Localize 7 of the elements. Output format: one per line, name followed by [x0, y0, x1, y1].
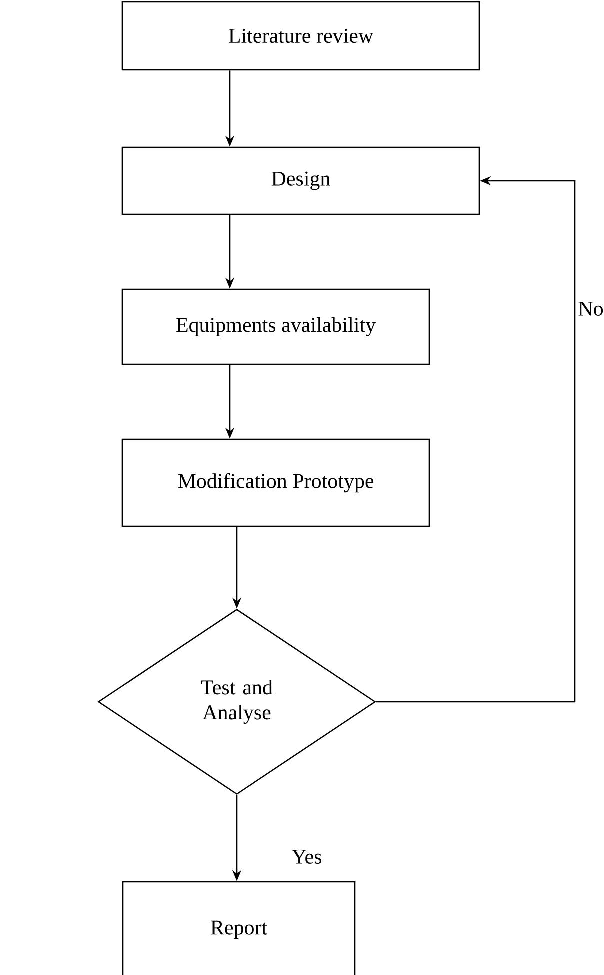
- process-box: Modification Prototype: [122, 438, 430, 528]
- edge-label: No: [577, 301, 604, 317]
- edge-label: Yes: [290, 849, 324, 865]
- process-box: Literature review: [122, 1, 480, 71]
- process-box: Design: [122, 146, 480, 216]
- process-box: Report: [122, 881, 356, 975]
- process-box: Equipments availability: [122, 288, 430, 366]
